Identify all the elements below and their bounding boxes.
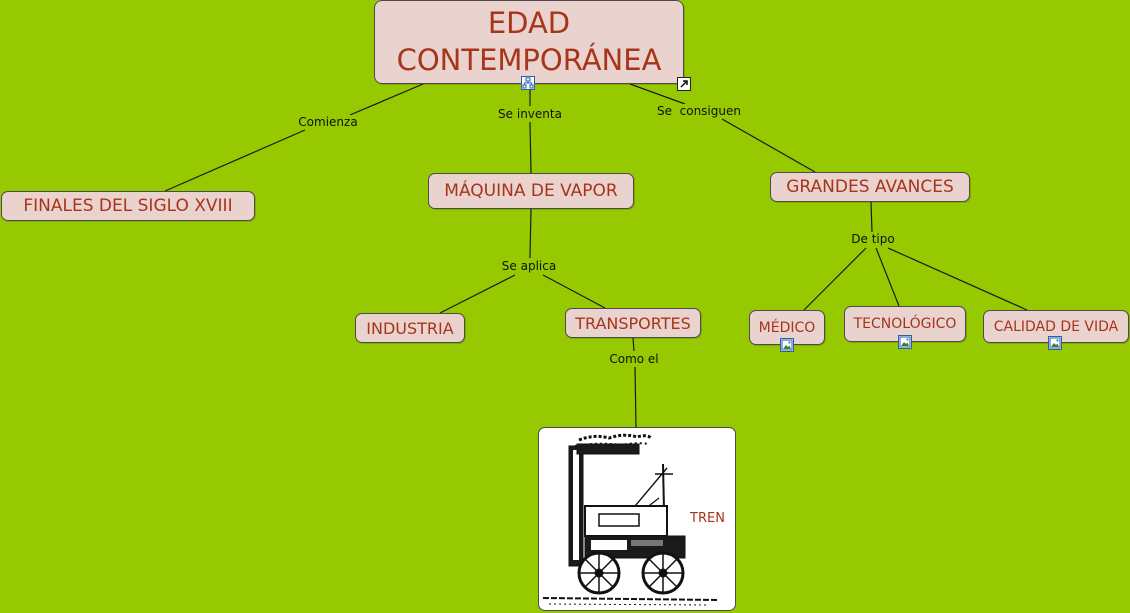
image-icon[interactable] [780, 338, 794, 352]
concept-node-maquina-de-vapor[interactable]: MÁQUINA DE VAPOR [428, 173, 634, 209]
connector-transportes-comoel [632, 337, 635, 352]
connector-aplica-industria [439, 274, 516, 314]
main-concept-line1: EDAD [487, 6, 571, 40]
concept-label: MÉDICO [758, 319, 816, 336]
main-concept-line2: CONTEMPORÁNEA [396, 43, 662, 77]
concept-label: GRANDES AVANCES [786, 177, 954, 197]
connector-consiguen-grandes [721, 118, 816, 173]
concept-label: MÁQUINA DE VAPOR [444, 181, 618, 201]
main-concept-label: EDAD CONTEMPORÁNEA [397, 5, 662, 79]
concept-node-grandes-avances[interactable]: GRANDES AVANCES [770, 172, 970, 202]
image-icon[interactable] [898, 335, 912, 349]
train-caption: TREN [690, 511, 725, 526]
connector-comoel-tren [634, 366, 637, 428]
concept-label: TECNOLÓGICO [853, 316, 957, 332]
concept-map-icon[interactable] [521, 76, 535, 90]
link-phrase-se-inventa: Se inventa [496, 107, 564, 121]
image-icon[interactable] [1048, 336, 1062, 350]
steam-locomotive-illustration [542, 433, 720, 606]
link-phrase-como-el: Como el [607, 352, 661, 366]
connector-grandes-detipo [870, 201, 873, 233]
connector-aplica-transportes [542, 274, 606, 309]
connector-main-comienza [349, 83, 424, 116]
concept-label: CALIDAD DE VIDA [993, 318, 1119, 335]
link-phrase-de-tipo: De tipo [849, 232, 897, 246]
connector-detipo-tecno [875, 247, 900, 307]
connector-detipo-medico [803, 247, 867, 311]
connector-comienza-finales [164, 129, 306, 192]
connector-maquina-aplica [529, 208, 532, 259]
concept-label: FINALES DEL SIGLO XVIII [23, 196, 233, 216]
concept-node-finales-siglo-xviii[interactable]: FINALES DEL SIGLO XVIII [1, 191, 255, 221]
concept-node-industria[interactable]: INDUSTRIA [355, 313, 465, 343]
link-phrase-se-aplica: Se aplica [499, 259, 559, 273]
main-concept-node[interactable]: EDAD CONTEMPORÁNEA [374, 0, 684, 84]
connector-inventa-maquina [529, 121, 532, 174]
concept-label: INDUSTRIA [366, 318, 454, 338]
train-image-node[interactable] [538, 427, 736, 611]
concept-label: TRANSPORTES [575, 313, 691, 333]
link-phrase-comienza: Comienza [296, 115, 360, 129]
external-link-icon[interactable] [677, 77, 691, 91]
link-phrase-se-consiguen: Se consiguen [655, 104, 743, 118]
concept-node-transportes[interactable]: TRANSPORTES [565, 308, 701, 338]
connector-detipo-calidad [887, 247, 1028, 311]
